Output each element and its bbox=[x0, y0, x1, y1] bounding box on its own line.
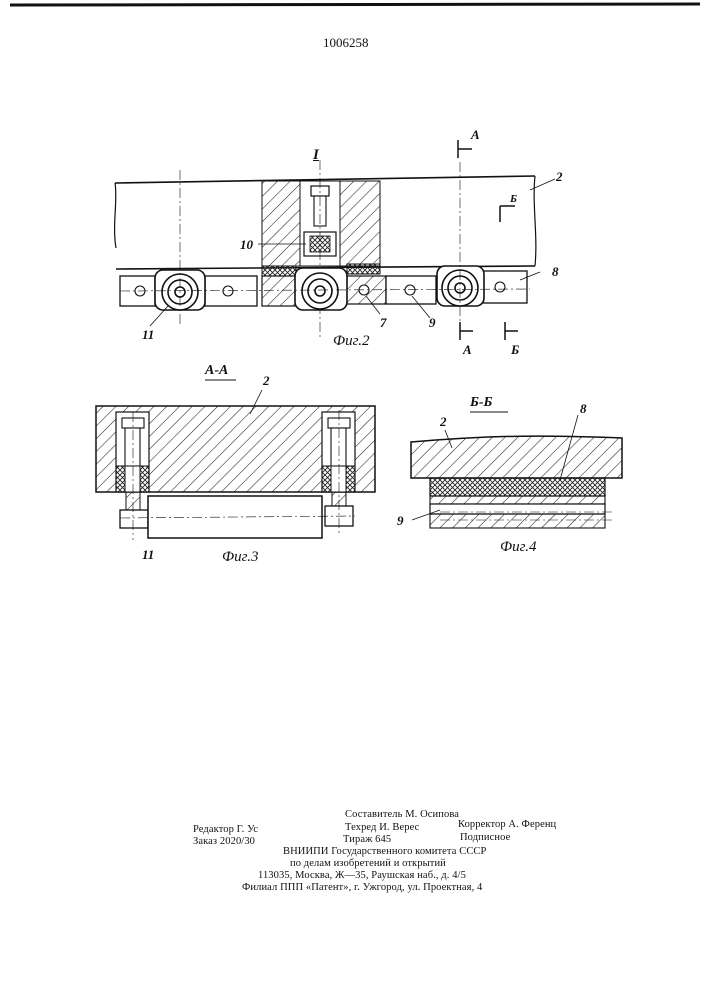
imprint-org-line-2: по делам изобретений и открытий bbox=[290, 859, 446, 870]
imprint-compiler: Составитель М. Осипова bbox=[345, 810, 459, 821]
fig4-caption: Фиг.4 bbox=[500, 540, 536, 555]
imprint-corrector: Корректор А. Ференц bbox=[458, 820, 556, 831]
fig4-callout-9: 9 bbox=[397, 514, 404, 527]
fig4-callout-8: 8 bbox=[580, 402, 587, 415]
imprint-circulation: Тираж 645 bbox=[343, 835, 391, 846]
figure-4-drawing bbox=[0, 0, 707, 560]
fig4-section-title: Б-Б bbox=[470, 396, 492, 410]
imprint-tech-editor: Техред И. Верес bbox=[345, 823, 419, 834]
imprint-branch: Филиал ППП «Патент», г. Ужгород, ул. Про… bbox=[242, 883, 482, 894]
imprint-org-line-1: ВНИИПИ Государственного комитета СССР bbox=[283, 847, 486, 858]
imprint-address: 113035, Москва, Ж—35, Раушская наб., д. … bbox=[258, 871, 466, 882]
imprint-editor: Редактор Г. Ус bbox=[193, 825, 258, 836]
imprint-order: Заказ 2020/30 bbox=[193, 837, 255, 848]
fig4-callout-2: 2 bbox=[440, 415, 447, 428]
imprint-subscription: Подписное bbox=[460, 833, 510, 844]
